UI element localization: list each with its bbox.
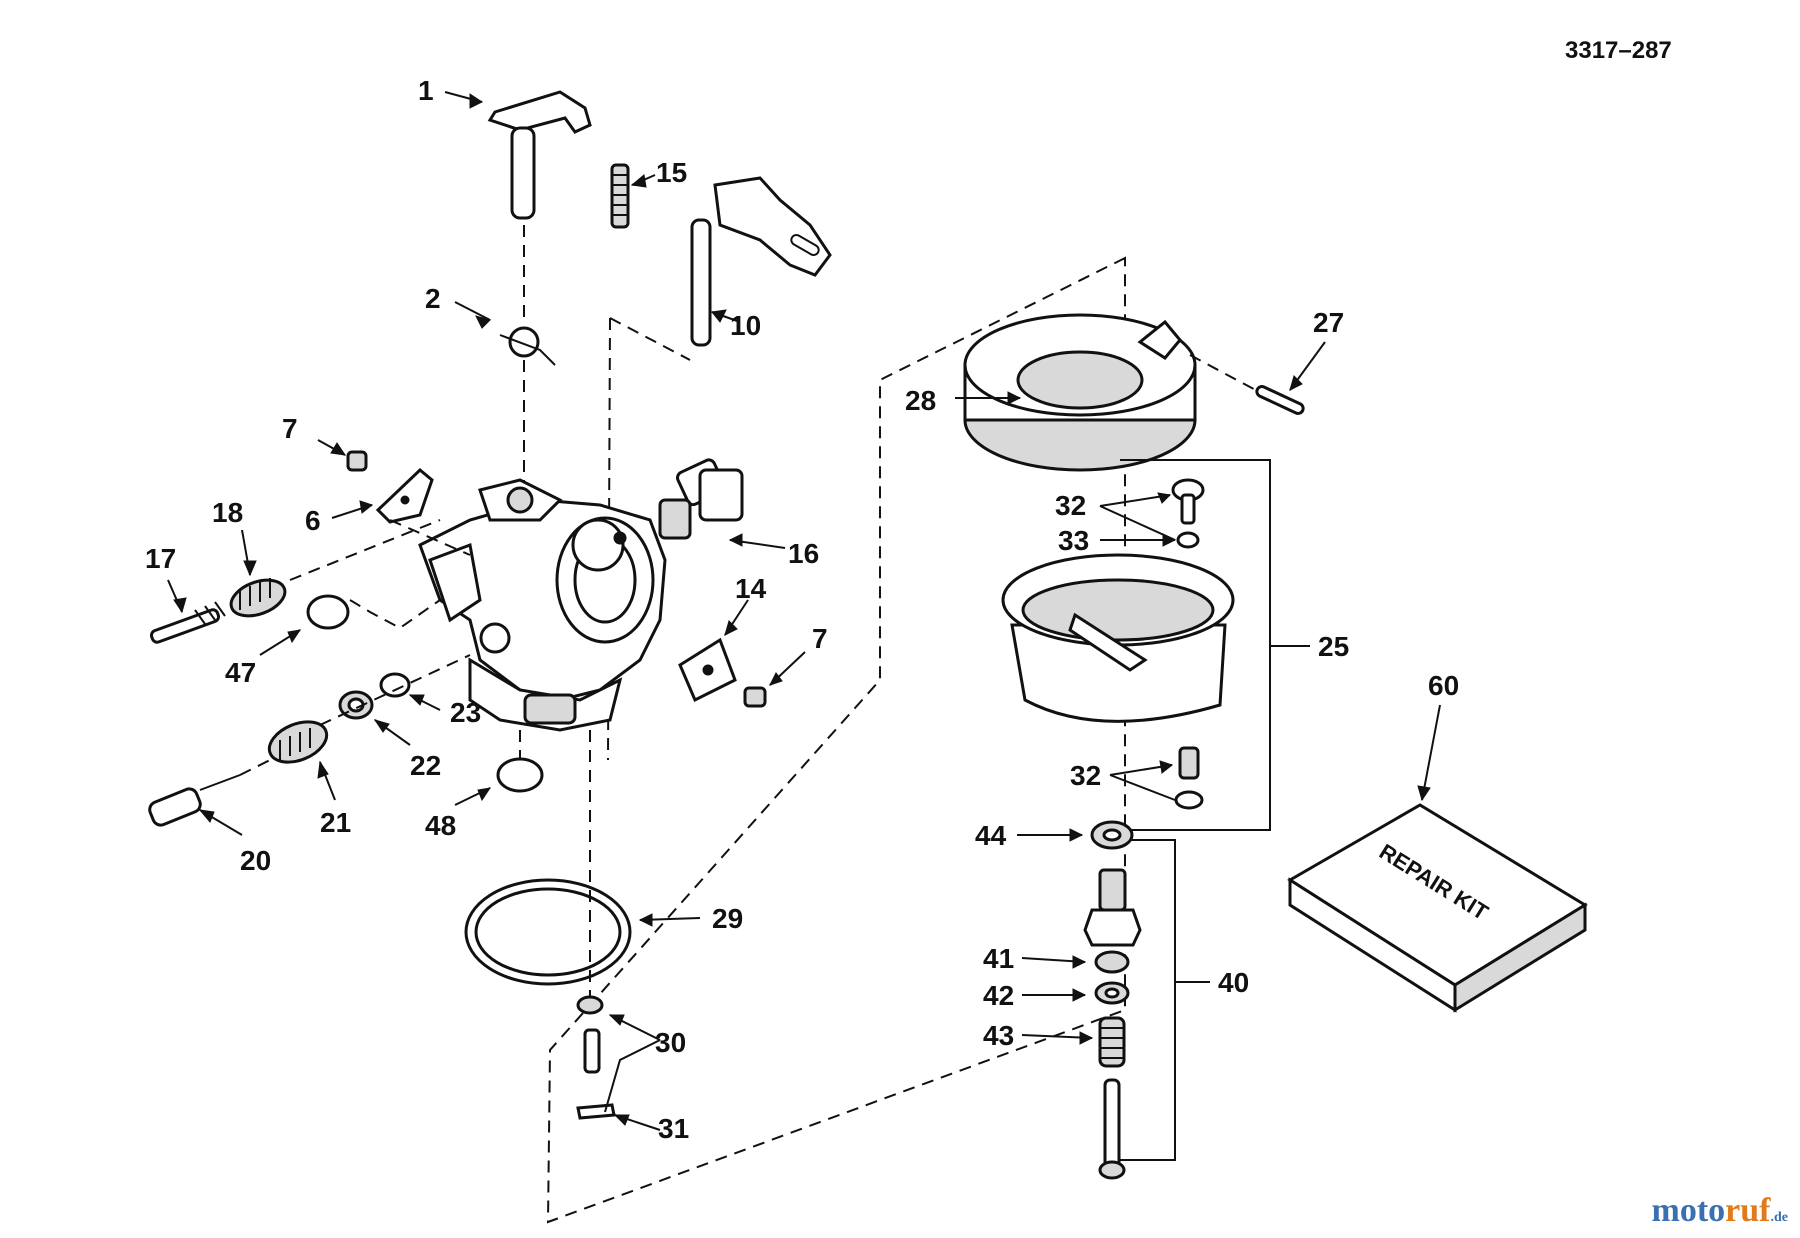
callout-22: 22 — [410, 750, 441, 781]
callout-60: 60 — [1428, 670, 1459, 701]
leader-lines — [167, 91, 1441, 1131]
jets-30-31-part — [576, 995, 616, 1120]
callout-15: 15 — [656, 157, 687, 188]
bowl-group-outline — [546, 256, 1126, 1224]
spring-43-part — [1098, 1016, 1126, 1068]
drawing-reference: 3317–287 — [1565, 37, 1672, 64]
screw-7-lower-part — [743, 686, 767, 708]
spring-32-lower-part — [1174, 746, 1204, 810]
callout-43: 43 — [983, 1020, 1014, 1051]
callout-7-lower: 7 — [812, 623, 828, 654]
callout-44: 44 — [975, 820, 1007, 851]
watermark-part2: ruf — [1725, 1192, 1771, 1229]
seat-fitting-part — [1083, 868, 1142, 947]
callout-25: 25 — [1318, 631, 1349, 662]
washer-44-part — [1090, 820, 1134, 850]
float-bowl-part — [1001, 553, 1235, 723]
plate-14-part — [678, 637, 737, 703]
float-28-part — [963, 313, 1197, 472]
callout-numbers: 1 2 15 10 7 6 18 17 47 16 14 7 23 22 21 … — [145, 75, 1459, 1144]
callout-27: 27 — [1313, 307, 1344, 338]
callout-32-lower: 32 — [1070, 760, 1101, 791]
callout-2: 2 — [425, 283, 441, 314]
callout-32-upper: 32 — [1055, 490, 1086, 521]
plate-6-part — [375, 467, 434, 524]
callout-7-upper: 7 — [282, 413, 298, 444]
callout-21: 21 — [320, 807, 351, 838]
callout-6: 6 — [305, 505, 321, 536]
fuel-fitting-part — [658, 458, 744, 540]
watermark-logo: motoruf.de — [1652, 1192, 1788, 1230]
callout-28: 28 — [905, 385, 936, 416]
spring-15-part — [610, 163, 630, 229]
spring-2-part — [499, 326, 556, 366]
callout-33: 33 — [1058, 525, 1089, 556]
pin-27-part — [1255, 385, 1305, 415]
callout-18: 18 — [212, 497, 243, 528]
callout-48: 48 — [425, 810, 456, 841]
choke-shaft-part — [487, 90, 592, 220]
spring-18-part — [229, 578, 287, 618]
callout-47: 47 — [225, 657, 256, 688]
washers-41-42-part — [1094, 950, 1130, 1005]
carburetor-body — [418, 478, 667, 732]
callout-1: 1 — [418, 75, 434, 106]
watermark-part3: .de — [1770, 1210, 1789, 1225]
needle-20-part — [148, 774, 241, 827]
screw-17-part — [149, 601, 226, 644]
callout-41: 41 — [983, 943, 1014, 974]
callout-23: 23 — [450, 697, 481, 728]
seal-23-part — [379, 672, 411, 698]
repair-kit-part: REPAIR KIT — [1287, 803, 1588, 1013]
o-ring-29-part — [464, 878, 632, 986]
throttle-shaft-part — [690, 176, 832, 347]
callout-17: 17 — [145, 543, 176, 574]
cap-47-part — [306, 594, 350, 630]
callout-16: 16 — [788, 538, 819, 569]
valve-32-33-part — [1171, 478, 1205, 549]
watermark-part1: moto — [1651, 1192, 1726, 1229]
screw-7-upper-part — [346, 450, 368, 472]
callout-10: 10 — [730, 310, 761, 341]
callout-29: 29 — [712, 903, 743, 934]
plug-48-part — [496, 757, 544, 793]
callout-20: 20 — [240, 845, 271, 876]
bracket-40 — [1120, 839, 1176, 1161]
callout-40: 40 — [1218, 967, 1249, 998]
needle-valve-part — [1098, 1078, 1126, 1180]
callout-42: 42 — [983, 980, 1014, 1011]
callout-14: 14 — [735, 573, 767, 604]
spring-21-part — [267, 720, 329, 764]
callout-31: 31 — [658, 1113, 689, 1144]
callout-30: 30 — [655, 1027, 686, 1058]
